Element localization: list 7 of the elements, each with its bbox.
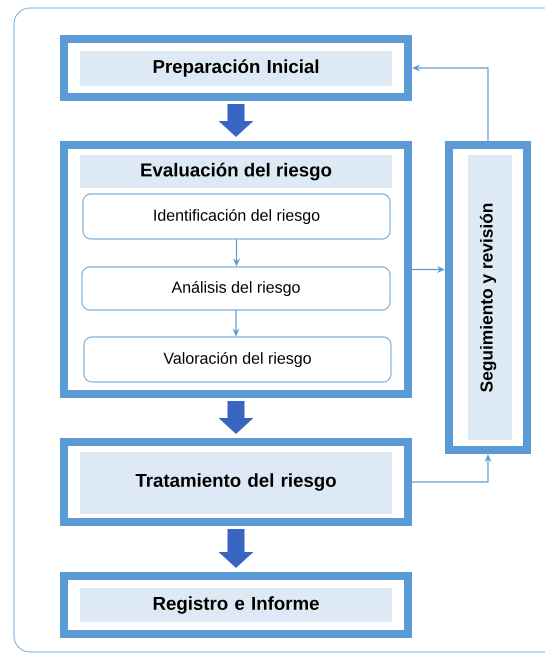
process-box: Registro e Informe bbox=[60, 572, 412, 638]
process-box: Preparación Inicial bbox=[60, 35, 412, 101]
process-box: Tratamiento del riesgo bbox=[60, 438, 412, 526]
step-box: Valoración del riesgo bbox=[84, 336, 392, 382]
step-box: Análisis del riesgo bbox=[82, 266, 390, 310]
process-box: Seguimiento y revisión bbox=[445, 141, 531, 454]
step-box: Identificación del riesgo bbox=[82, 194, 390, 240]
